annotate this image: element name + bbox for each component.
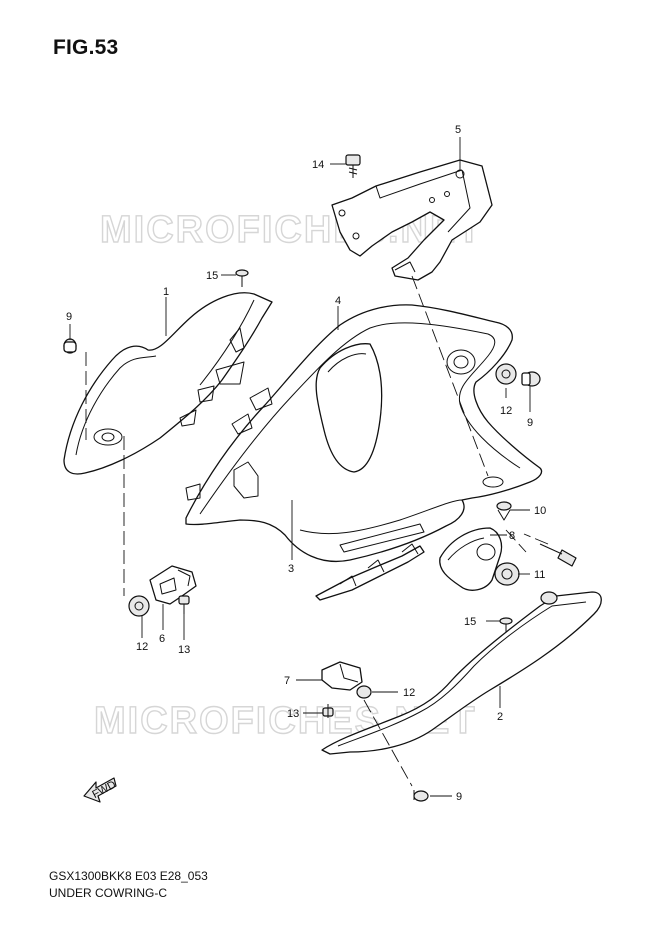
callout-7: 7 bbox=[284, 675, 290, 687]
part-12-grommet-upper bbox=[495, 363, 517, 385]
callout-6: 6 bbox=[159, 633, 165, 645]
callout-8: 8 bbox=[509, 530, 515, 542]
callout-15-lower: 15 bbox=[464, 616, 476, 628]
callout-2: 2 bbox=[497, 711, 503, 723]
fwd-arrow-label: FWD bbox=[90, 779, 118, 801]
callout-9-upper-right: 9 bbox=[527, 417, 533, 429]
part-11-bolt bbox=[539, 543, 577, 567]
part-14-bolt bbox=[345, 154, 361, 178]
part-13-bolt-left bbox=[178, 595, 190, 614]
part-4-lower-cowl bbox=[185, 304, 543, 562]
part-3-lower-strip bbox=[315, 543, 425, 601]
part-6-clip-bracket bbox=[149, 565, 197, 605]
callout-11: 11 bbox=[534, 569, 545, 581]
part-9-fastener-left bbox=[63, 338, 77, 354]
part-10-screw bbox=[496, 501, 512, 521]
part-9-fastener-upper-right bbox=[521, 371, 541, 387]
callout-15-top: 15 bbox=[206, 270, 218, 282]
callout-5: 5 bbox=[455, 124, 461, 136]
callout-3: 3 bbox=[288, 563, 294, 575]
part-12-grommet-lower bbox=[356, 685, 372, 699]
callout-4: 4 bbox=[335, 295, 341, 307]
fwd-arrow-icon: FWD bbox=[83, 777, 118, 803]
callout-10: 10 bbox=[534, 505, 546, 517]
part-9-fastener-bottom bbox=[413, 790, 429, 802]
callout-9-bottom: 9 bbox=[456, 791, 462, 803]
callout-1: 1 bbox=[163, 286, 169, 298]
part-7-nut-clip bbox=[321, 661, 363, 691]
part-11-damper bbox=[494, 562, 520, 586]
callout-13-lower: 13 bbox=[287, 708, 299, 720]
callout-labels: 5 14 15 1 4 9 12 9 10 8 3 11 6 12 13 15 … bbox=[66, 124, 546, 803]
part-12-grommet-left bbox=[128, 595, 150, 617]
callout-12-lower: 12 bbox=[403, 687, 415, 699]
callout-13-left: 13 bbox=[178, 644, 190, 656]
figure-label: FIG.53 bbox=[53, 36, 119, 59]
callout-9-left: 9 bbox=[66, 311, 72, 323]
part-1-side-cowl bbox=[63, 292, 273, 475]
part-8-mount-block bbox=[439, 527, 503, 591]
callout-12-upper: 12 bbox=[500, 405, 512, 417]
part-13-bolt-lower bbox=[322, 704, 334, 718]
figure-name: UNDER COWRING-C bbox=[49, 886, 167, 900]
part-5-bracket bbox=[331, 159, 493, 281]
part-15-screw-top bbox=[235, 269, 249, 287]
figure-code: GSX1300BKK8 E03 E28_053 bbox=[49, 869, 208, 883]
part-2-lower-trim bbox=[321, 591, 602, 755]
callout-12-left: 12 bbox=[136, 641, 148, 653]
leader-lines bbox=[69, 137, 549, 797]
callout-14: 14 bbox=[312, 159, 324, 171]
